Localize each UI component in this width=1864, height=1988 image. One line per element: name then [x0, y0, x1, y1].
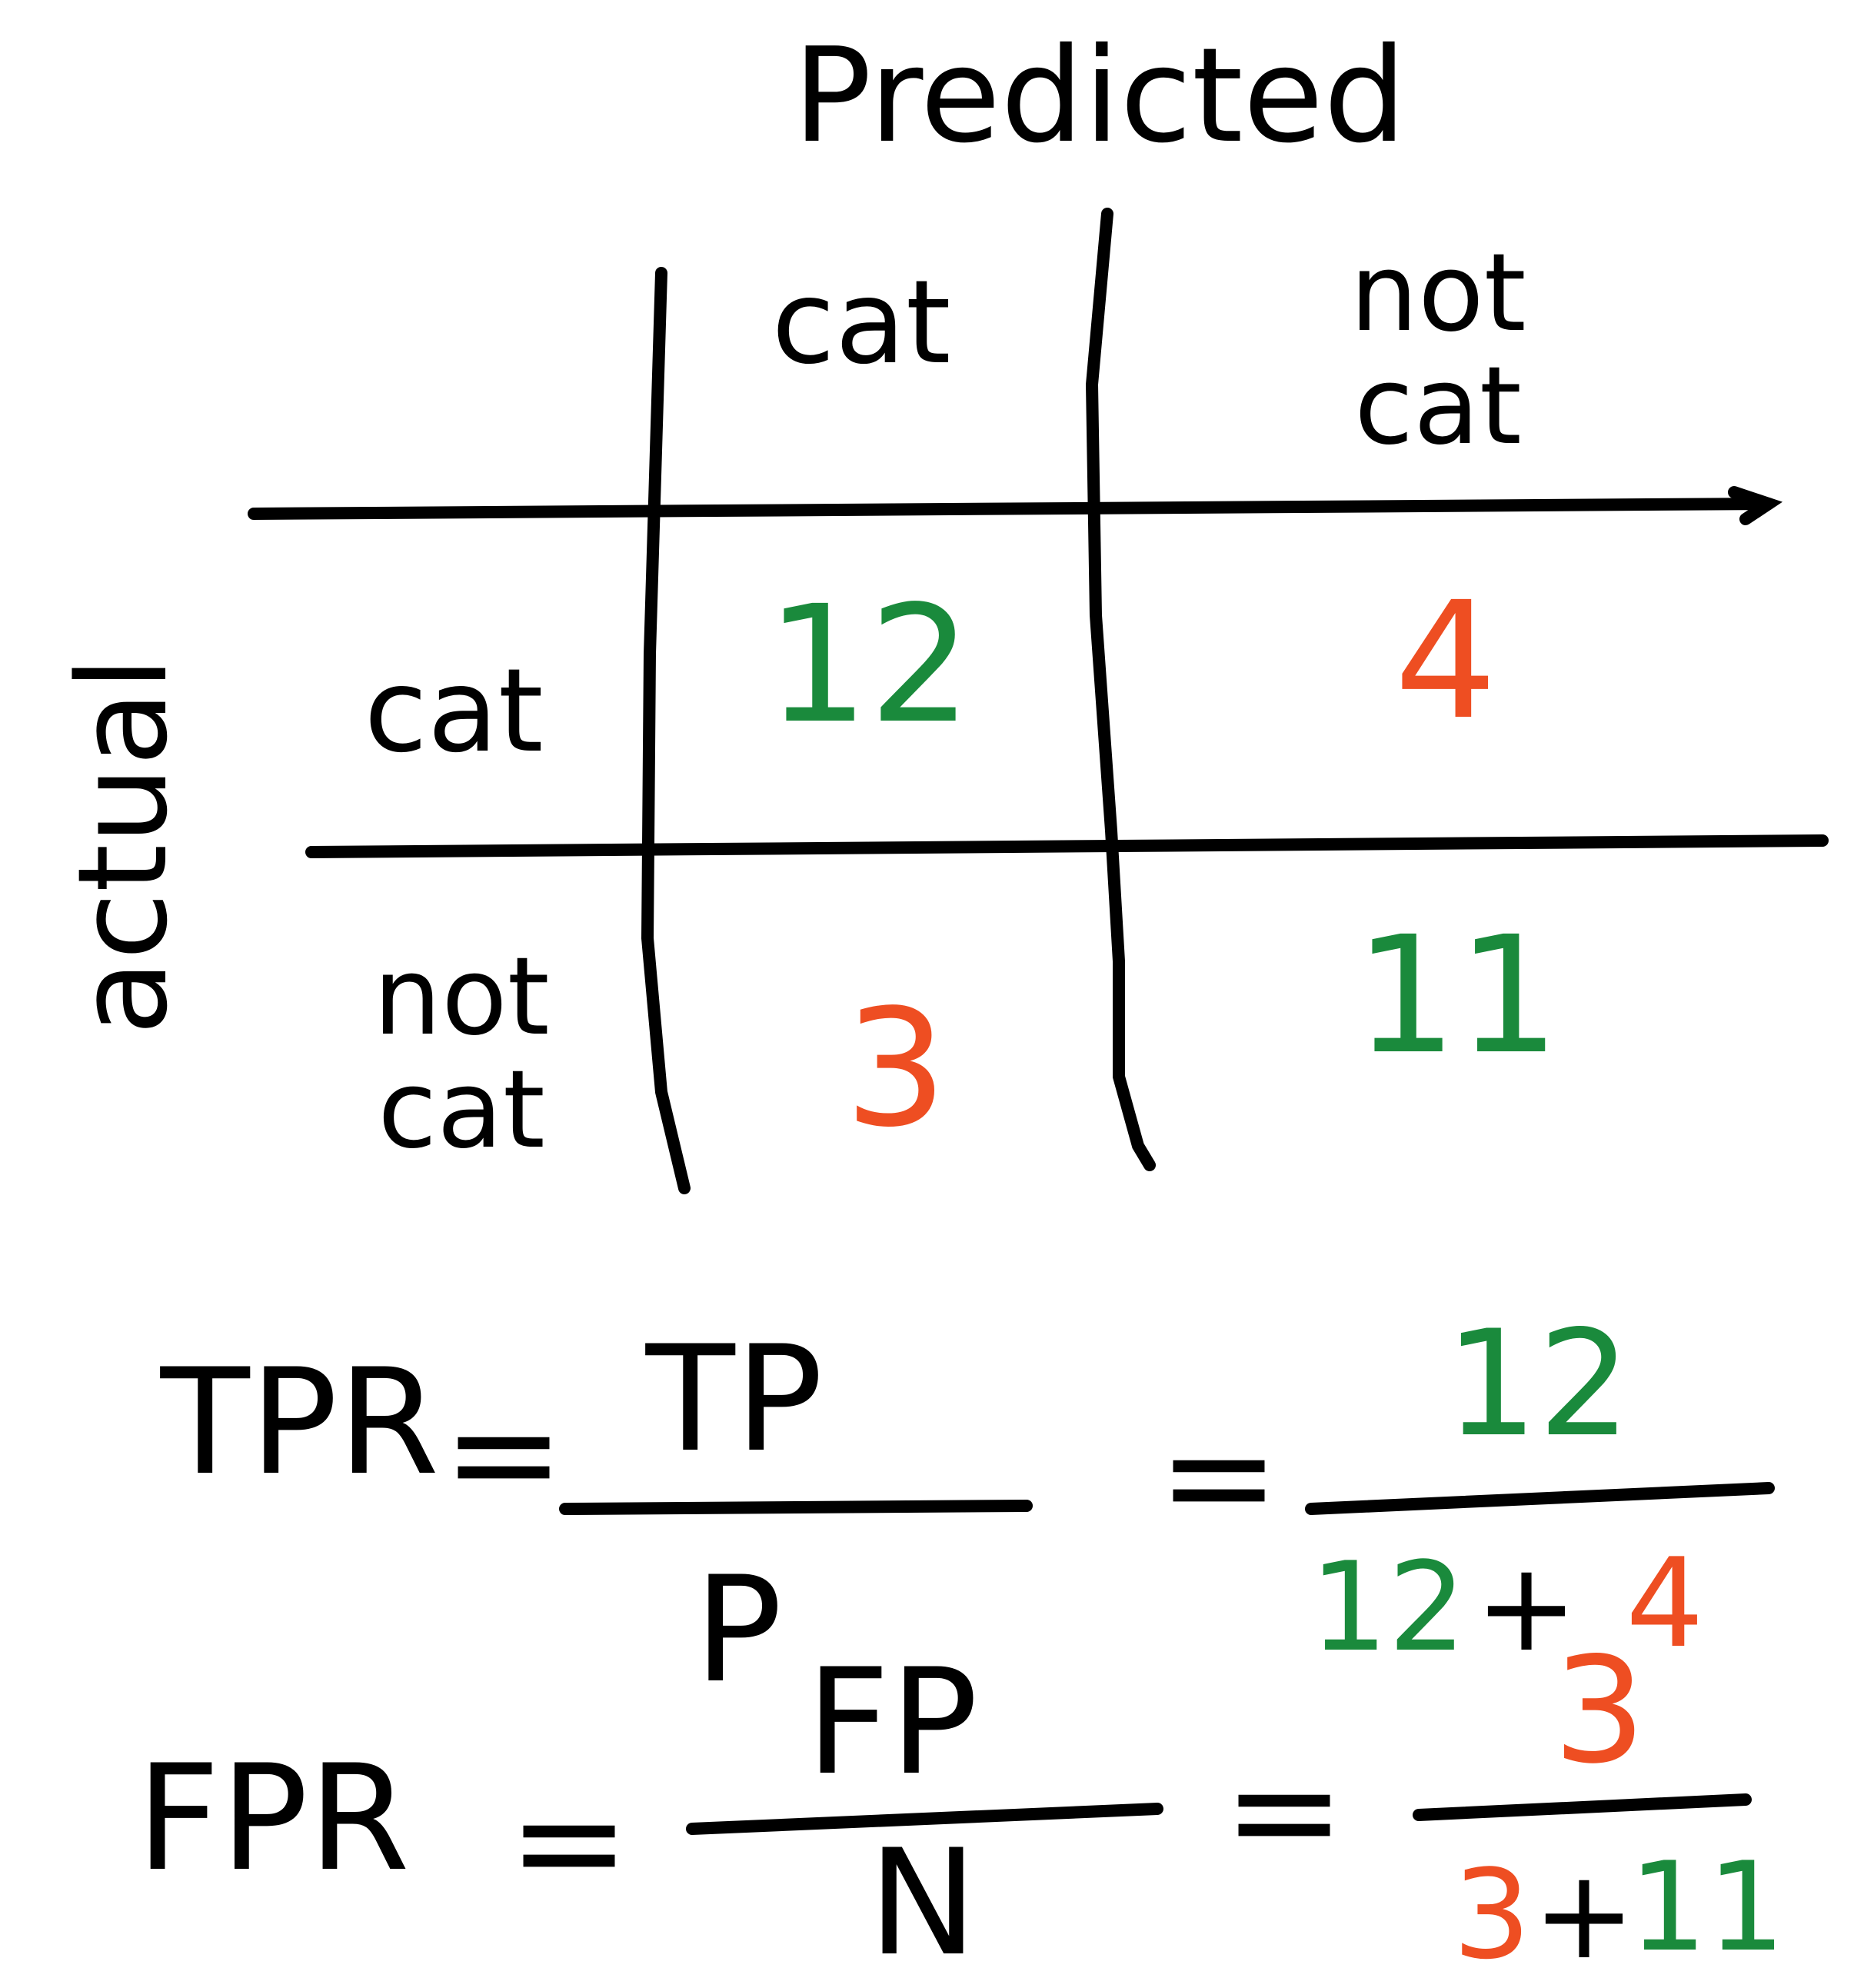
row-divider-line	[305, 834, 1829, 858]
tpr-value-bar	[1305, 1482, 1775, 1515]
cell-false-positive: 3	[844, 974, 947, 1163]
column-header-cat: cat	[771, 256, 951, 390]
header-divider-line	[248, 498, 1775, 520]
cell-true-negative: 11	[1354, 901, 1560, 1090]
tpr-equals-2: =	[1157, 1391, 1280, 1561]
left-vertical-line	[641, 267, 691, 1194]
tpr-label: TPR	[160, 1337, 440, 1507]
tpr-numerator-value: 12	[1445, 1299, 1631, 1469]
tpr-equals-1: =	[442, 1368, 565, 1538]
fpr-label: FPR	[136, 1733, 410, 1903]
column-header-not-cat: not cat	[1350, 231, 1526, 469]
right-vertical-line	[1085, 208, 1156, 1171]
tpr-denominator-b: 4	[1626, 1531, 1704, 1675]
fpr-value-bar	[1413, 1793, 1752, 1821]
arrow-head	[1728, 486, 1783, 525]
fpr-fraction-bar	[686, 1803, 1163, 1835]
fpr-denominator-plus: +	[1532, 1843, 1636, 1986]
fpr-numerator-value: 3	[1553, 1626, 1646, 1796]
fpr-denominator-a: 3	[1453, 1843, 1531, 1986]
fpr-numerator: FP	[806, 1637, 978, 1807]
tpr-fraction-bar	[559, 1500, 1033, 1515]
fpr-denominator: N	[867, 1818, 978, 1988]
tpr-denominator-plus: +	[1474, 1535, 1579, 1679]
cell-true-positive: 12	[766, 571, 972, 759]
fpr-equals-2: =	[1223, 1726, 1346, 1896]
tpr-denominator-a: 12	[1310, 1535, 1466, 1679]
actual-axis-label: actual	[51, 656, 195, 1036]
tpr-numerator: TP	[645, 1314, 824, 1484]
tpr-denominator: P	[694, 1545, 783, 1715]
predicted-axis-label: Predicted	[792, 20, 1407, 172]
cell-false-negative: 4	[1394, 567, 1497, 755]
fpr-equals-1: =	[508, 1757, 631, 1926]
row-header-cat: cat	[364, 644, 544, 778]
fpr-denominator-b: 11	[1629, 1835, 1786, 1979]
row-header-not-cat: not cat	[373, 934, 550, 1173]
